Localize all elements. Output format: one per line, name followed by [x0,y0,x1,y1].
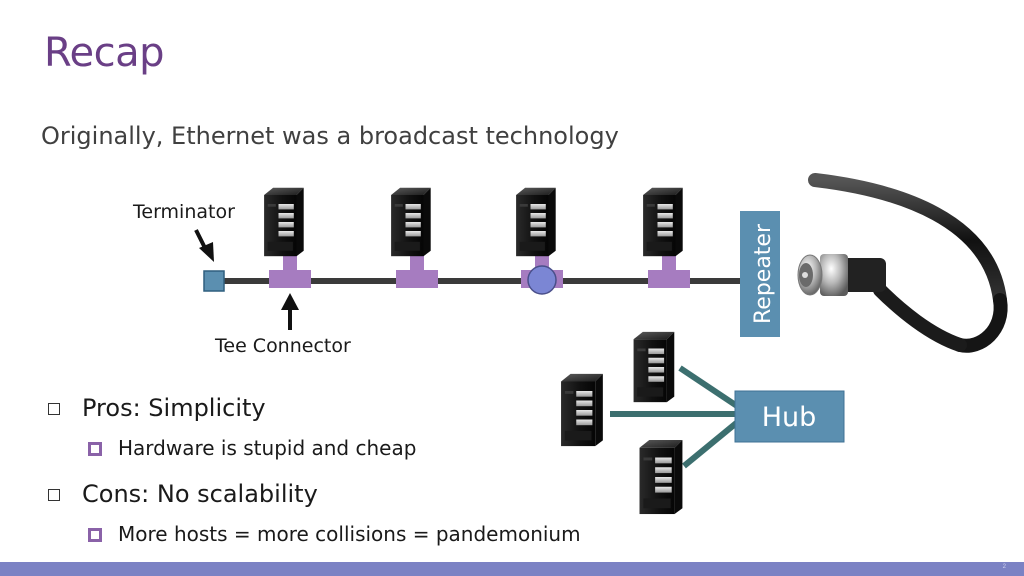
square-bullet-icon [48,403,60,415]
bullet-text: Pros: Simplicity [82,394,266,422]
bullet-list: Pros: Simplicity Hardware is stupid and … [44,388,604,560]
signal-circle [527,265,557,295]
server-icon [264,187,304,257]
server-icon [516,187,556,257]
coax-cable-icon [797,173,1008,353]
sub-bullet-text: More hosts = more collisions = pandemoni… [118,522,581,546]
bullet-text: Cons: No scalability [82,480,318,508]
sub-bullet-item: Hardware is stupid and cheap [44,428,604,474]
tee-connector-arrow [281,293,299,330]
footer-bar [0,562,1024,576]
terminator-arrow [194,229,214,262]
server-icon [643,187,683,257]
square-bullet-icon [48,489,60,501]
tee-connector-label: Tee Connector [214,335,351,357]
square-bullet-icon [88,442,102,456]
server-icon [391,187,431,257]
terminator-label: Terminator [132,201,235,223]
hub-box [734,390,845,443]
server-icon [639,439,683,515]
bullet-item: Pros: Simplicity [44,388,604,428]
slide-title: Recap [44,30,165,76]
slide-subtitle: Originally, Ethernet was a broadcast tec… [41,122,619,150]
hub-label: Hub [762,402,817,433]
server-icon [633,331,675,403]
hub-link [682,417,742,469]
repeater-label: Repeater [751,223,776,324]
square-bullet-icon [88,528,102,542]
bullet-item: Cons: No scalability [44,474,604,514]
sub-bullet-text: Hardware is stupid and cheap [118,436,417,460]
page-number: 2 [1002,564,1006,570]
hub-link [678,365,742,411]
terminator [203,270,225,292]
repeater-box [740,211,780,337]
sub-bullet-item: More hosts = more collisions = pandemoni… [44,514,604,560]
